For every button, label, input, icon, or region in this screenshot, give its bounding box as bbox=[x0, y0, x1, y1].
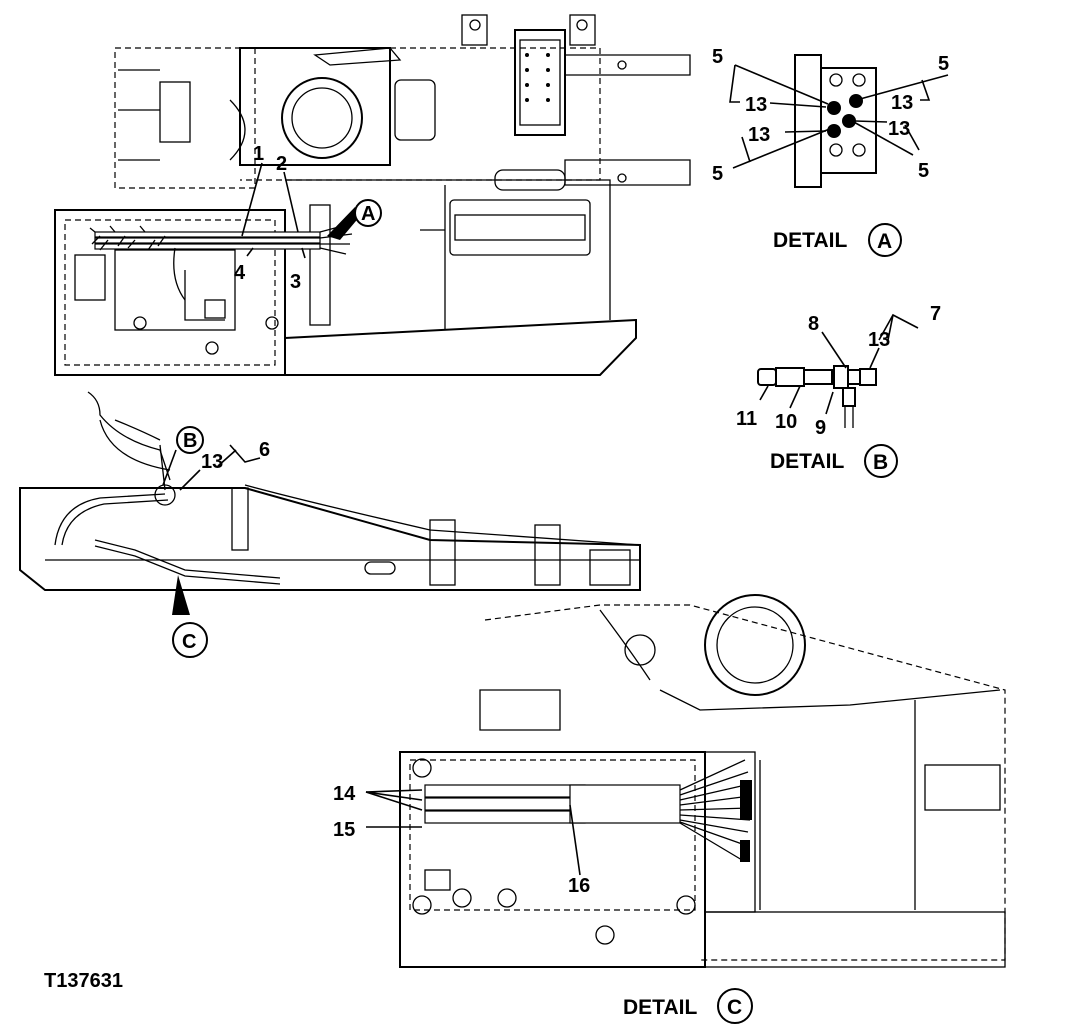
svg-text:DETAIL: DETAIL bbox=[773, 229, 847, 252]
side-view-callout-13: 13 bbox=[201, 451, 223, 473]
detail-b-callout-13: 13 bbox=[868, 329, 890, 351]
detail-a-reference-circle bbox=[354, 199, 382, 227]
detail-b-callout-7: 7 bbox=[930, 303, 941, 325]
upper-view-leaders bbox=[241, 162, 361, 259]
detail-a-drawing bbox=[729, 54, 949, 188]
callout-4: 4 bbox=[234, 262, 246, 284]
detail-a-callout-5-lower-left: 5 bbox=[712, 163, 723, 185]
detail-a-callout-13-lower-right: 13 bbox=[888, 118, 910, 140]
detail-a-callout-13-upper-left: 13 bbox=[745, 94, 767, 116]
detail-c-reference-circle bbox=[172, 622, 208, 658]
detail-a-reference-letter: A bbox=[361, 203, 375, 225]
detail-b-reference-circle bbox=[176, 426, 204, 454]
detail-c-callout-14: 14 bbox=[333, 783, 356, 805]
detail-c-reference-letter: C bbox=[182, 631, 196, 653]
svg-text:DETAIL: DETAIL bbox=[770, 450, 844, 473]
detail-a-callout-13-lower-left: 13 bbox=[748, 124, 770, 146]
detail-a-callout-5-upper-right: 5 bbox=[938, 53, 949, 75]
detail-c-callout-15: 15 bbox=[333, 819, 355, 841]
detail-a-title: DETAIL A bbox=[773, 223, 902, 257]
detail-a-callout-5-lower-right: 5 bbox=[918, 160, 929, 182]
detail-c-callout-16: 16 bbox=[568, 875, 590, 897]
detail-a-callout-13-upper-right: 13 bbox=[891, 92, 913, 114]
detail-b-callout-8: 8 bbox=[808, 313, 819, 335]
detail-b-callout-11: 11 bbox=[736, 408, 757, 430]
side-view bbox=[19, 391, 641, 615]
detail-b-title: DETAIL B bbox=[770, 444, 898, 478]
svg-text:C: C bbox=[727, 996, 742, 1019]
upper-frame-view bbox=[54, 14, 691, 376]
side-view-callout-6: 6 bbox=[259, 439, 270, 461]
callout-3: 3 bbox=[290, 271, 301, 293]
detail-b-reference-letter: B bbox=[183, 430, 197, 452]
detail-b-callout-10: 10 bbox=[775, 411, 797, 433]
figure-id: T137631 bbox=[44, 970, 123, 992]
svg-text:B: B bbox=[873, 451, 888, 474]
detail-a-callout-5-upper-left: 5 bbox=[712, 46, 723, 68]
detail-c-drawing bbox=[365, 594, 1006, 968]
detail-b-drawing bbox=[757, 313, 919, 428]
detail-b-callout-9: 9 bbox=[815, 417, 826, 439]
detail-c-title: DETAIL C bbox=[623, 988, 753, 1024]
callout-2: 2 bbox=[276, 153, 287, 175]
callout-1: 1 bbox=[253, 143, 264, 165]
svg-text:DETAIL: DETAIL bbox=[623, 996, 697, 1019]
svg-text:A: A bbox=[877, 230, 892, 253]
